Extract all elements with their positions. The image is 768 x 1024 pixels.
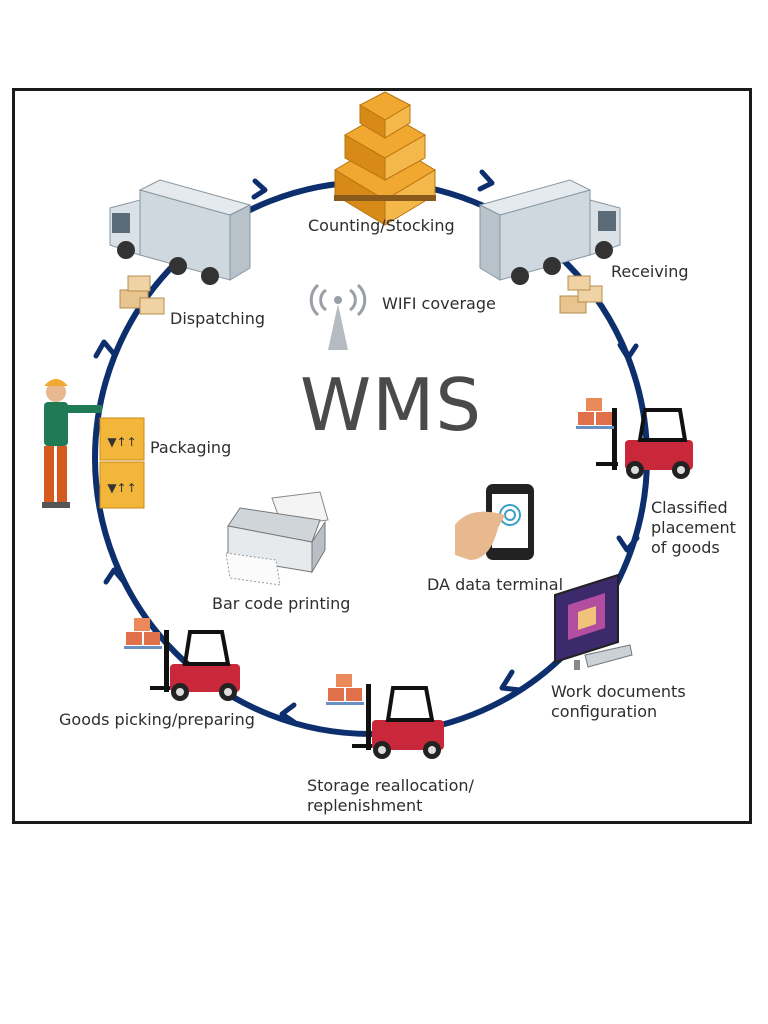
arrow-icon xyxy=(477,169,495,192)
svg-text:▼↑↑: ▼↑↑ xyxy=(107,481,136,495)
arrow-icon xyxy=(251,178,268,200)
computer-monitor-icon xyxy=(554,573,633,670)
arrow-icon xyxy=(103,567,127,585)
small-boxes-icon xyxy=(326,674,364,705)
pallet-boxes-icon xyxy=(334,91,436,226)
mobile-terminal-icon xyxy=(455,484,534,560)
forklift-icon xyxy=(596,408,693,479)
label-dispatching: Dispatching xyxy=(170,309,266,328)
svg-text:▼↑↑: ▼↑↑ xyxy=(107,435,136,449)
arrow-icon xyxy=(617,342,639,361)
forklift-icon xyxy=(352,684,444,759)
arrow-icon xyxy=(93,339,117,359)
label-work-documents: Work documents configuration xyxy=(551,682,686,721)
printer-icon xyxy=(225,491,329,586)
parcel-boxes-icon xyxy=(559,275,603,314)
label-storage-reallocation: Storage reallocation/ replenishment xyxy=(307,776,474,815)
label-packaging: Packaging xyxy=(150,438,232,457)
label-wifi-coverage: WIFI coverage xyxy=(382,294,496,313)
parcel-boxes-icon xyxy=(119,275,165,315)
dispatch-truck-icon xyxy=(109,179,252,285)
cardboard-box-icon: ▼↑↑ ▼↑↑ xyxy=(99,417,145,509)
small-boxes-icon xyxy=(576,398,614,429)
label-receiving: Receiving xyxy=(611,262,689,281)
forklift-icon xyxy=(150,630,240,701)
label-classified-placement: Classified placement of goods xyxy=(651,498,736,557)
label-da-data-terminal: DA data terminal xyxy=(427,575,564,594)
arrow-icon xyxy=(279,702,297,725)
arrow-icon xyxy=(499,669,523,693)
label-bar-code-printing: Bar code printing xyxy=(212,594,351,613)
small-boxes-icon xyxy=(124,618,162,649)
receiving-truck-icon xyxy=(478,179,621,285)
label-goods-picking: Goods picking/preparing xyxy=(59,710,255,729)
label-counting-stocking: Counting/Stocking xyxy=(308,216,455,235)
wms-title: WMS xyxy=(300,363,483,447)
warehouse-worker-icon xyxy=(42,379,102,508)
arrow-icon xyxy=(616,535,640,553)
wifi-icon xyxy=(309,283,367,350)
